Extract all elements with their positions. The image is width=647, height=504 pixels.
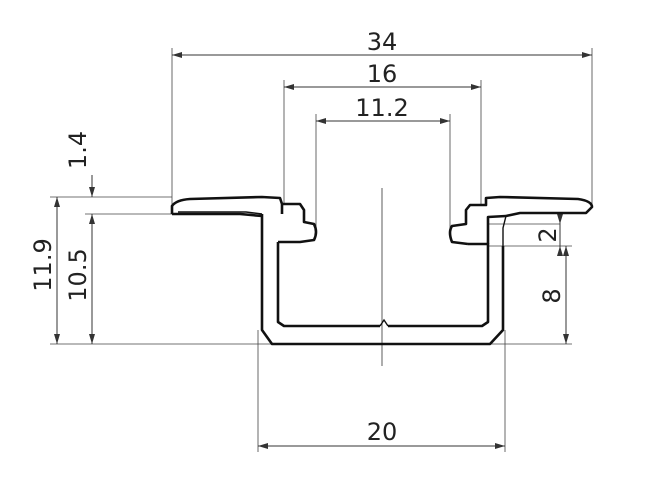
dimension-opening-width: 16 <box>284 60 481 90</box>
dim-label-34: 34 <box>367 28 398 56</box>
dimension-channel-height: 10.5 <box>64 214 95 344</box>
dimension-lip-thickness: 1.4 <box>64 131 95 230</box>
extension-lines <box>50 48 593 452</box>
dimension-total-height: 11.9 <box>29 197 60 344</box>
dimension-overall-width: 34 <box>172 28 592 58</box>
dimension-base-width: 20 <box>258 418 505 449</box>
dim-label-10-5: 10.5 <box>64 248 92 301</box>
dim-label-11-2: 11.2 <box>355 94 408 122</box>
dim-label-20: 20 <box>367 418 398 446</box>
dimension-step-height: 2 <box>534 214 563 256</box>
dim-label-1-4: 1.4 <box>64 131 92 169</box>
dimension-inner-depth: 8 <box>538 246 569 344</box>
dim-label-11-9: 11.9 <box>29 238 57 291</box>
dim-label-2: 2 <box>534 227 562 242</box>
extrusion-profile <box>170 195 594 346</box>
dimension-inner-slot-width: 11.2 <box>316 94 450 124</box>
dim-label-16: 16 <box>367 60 398 88</box>
dim-label-8: 8 <box>538 288 566 303</box>
